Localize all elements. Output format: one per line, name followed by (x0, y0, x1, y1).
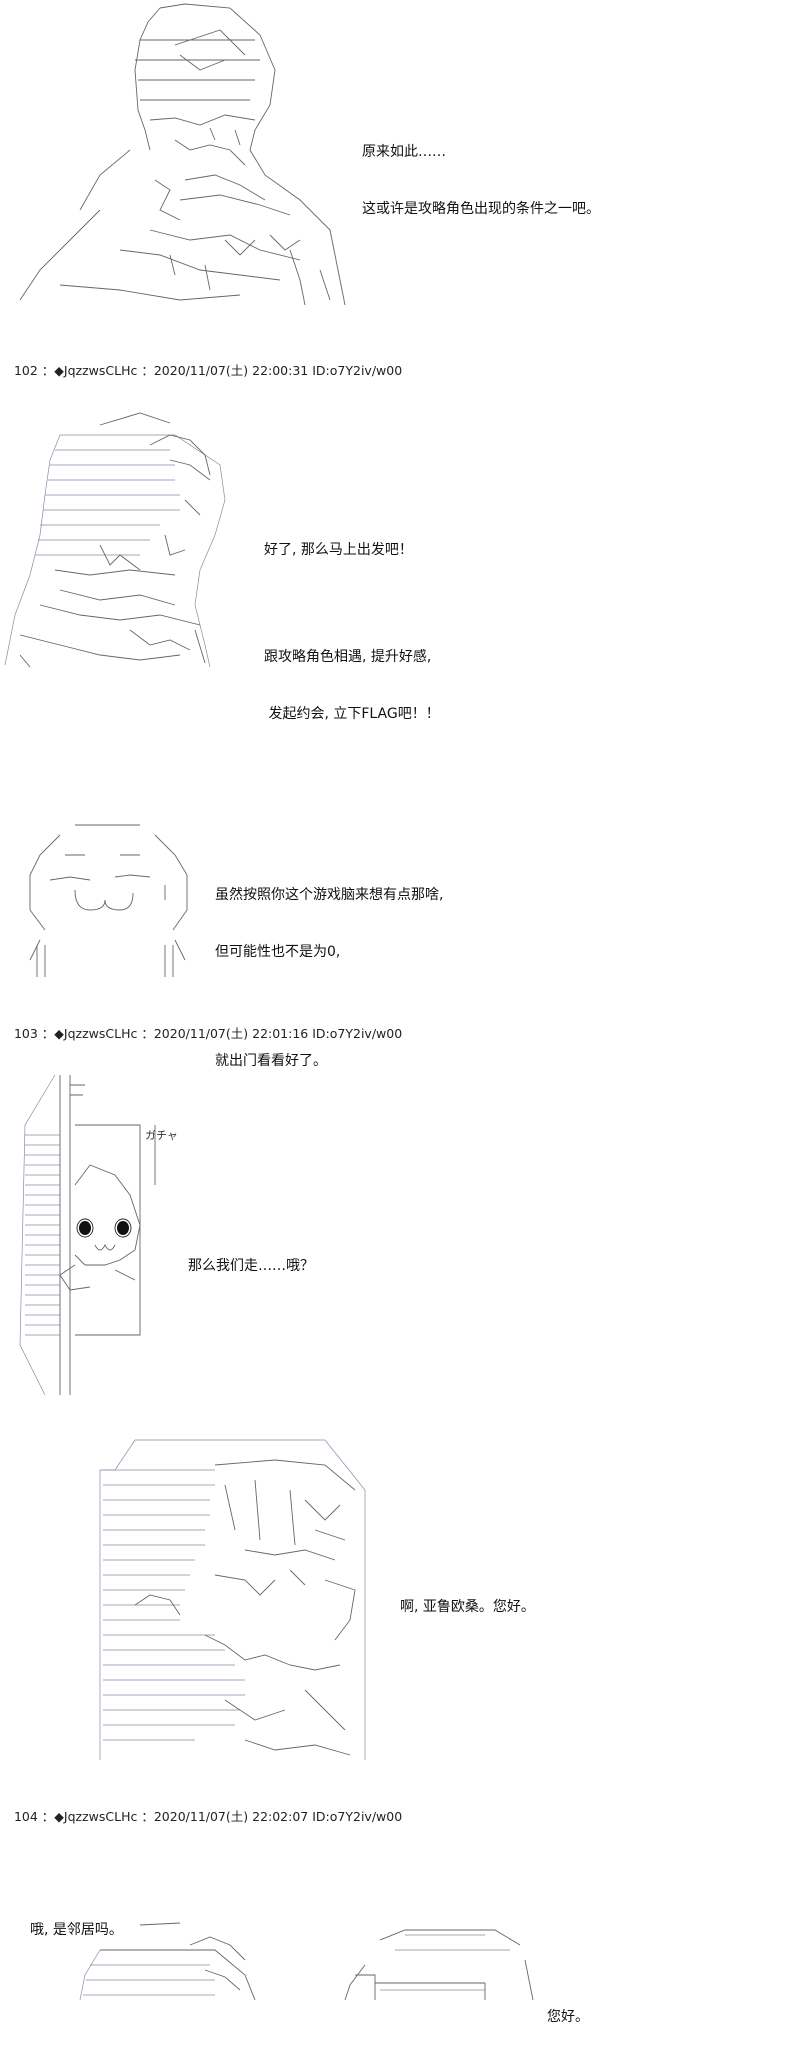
dialog-line: 但可能性也不是为0, (215, 944, 341, 960)
dialog-line: 好了, 那么马上出发吧！ (264, 542, 413, 558)
ascii-art-character-1 (0, 0, 350, 315)
dialog-post102-b: 虽然按照你这个游戏脑来想有点那啥, 但可能性也不是为0, 就出门看看好了。 (215, 848, 443, 1090)
ascii-art-character-4 (95, 1430, 370, 1770)
post-date: 2020/11/07(土) 22:00:31 (153, 363, 309, 378)
poster-name[interactable]: ◆JqzzwsCLHc (54, 363, 138, 378)
post-number: 104 (13, 1809, 38, 1824)
ascii-art-character-2 (0, 405, 240, 670)
post-id[interactable]: ID:o7Y2iv/w00 (312, 363, 403, 378)
post-number: 103 (13, 1026, 38, 1041)
dialog-post104-b: 您好。 (547, 1970, 589, 2046)
post-date: 2020/11/07(土) 22:01:16 (153, 1026, 309, 1041)
dialog-line: 跟攻略角色相遇, 提升好感, (264, 649, 432, 665)
dialog-post104-a: 哦, 是邻居吗。 (30, 1883, 123, 1959)
dialog-line: 那么我们走……哦？ (188, 1258, 314, 1274)
poster-name[interactable]: ◆JqzzwsCLHc (54, 1026, 138, 1041)
dialog-post103-b: 啊, 亚鲁欧桑。您好。 (400, 1560, 535, 1636)
dialog-post103-a: 那么我们走……哦？ (188, 1219, 314, 1295)
ascii-art-door-scene (15, 1065, 175, 1405)
ascii-art-character-3 (15, 815, 195, 980)
post-number: 102 (13, 363, 38, 378)
dialog-line: 发起约会, 立下FLAG吧！！ (264, 706, 440, 722)
dialog-post102-a: 好了, 那么马上出发吧！ 跟攻略角色相遇, 提升好感, 发起约会, 立下FLAG… (264, 503, 440, 743)
dialog-line (264, 598, 440, 610)
ascii-art-character-6 (335, 1915, 535, 2000)
dialog-post101: 原来如此…… 这或许是攻略角色出现的条件之一吧。 (362, 105, 600, 238)
dialog-line: 虽然按照你这个游戏脑来想有点那啥, (215, 887, 444, 903)
post-header-102: 102 ：◆JqzzwsCLHc ：2020/11/07(土) 22:00:31… (13, 363, 403, 378)
dialog-line: 这或许是攻略角色出现的条件之一吧。 (362, 201, 600, 217)
post-date: 2020/11/07(土) 22:02:07 (153, 1809, 309, 1824)
dialog-line: 啊, 亚鲁欧桑。您好。 (400, 1599, 535, 1615)
ascii-art-character-5 (40, 1915, 260, 2000)
dialog-line: 哦, 是邻居吗。 (30, 1922, 123, 1938)
dialog-line: 您好。 (547, 2009, 589, 2025)
dialog-line: 原来如此…… (362, 144, 446, 160)
sound-effect-gacha: ガチャ (145, 1129, 178, 1142)
post-header-104: 104 ：◆JqzzwsCLHc ：2020/11/07(土) 22:02:07… (13, 1809, 403, 1824)
dialog-line: 就出门看看好了。 (215, 1053, 327, 1069)
post-id[interactable]: ID:o7Y2iv/w00 (312, 1026, 403, 1041)
poster-name[interactable]: ◆JqzzwsCLHc (54, 1809, 138, 1824)
post-header-103: 103 ：◆JqzzwsCLHc ：2020/11/07(土) 22:01:16… (13, 1026, 403, 1041)
post-id[interactable]: ID:o7Y2iv/w00 (312, 1809, 403, 1824)
